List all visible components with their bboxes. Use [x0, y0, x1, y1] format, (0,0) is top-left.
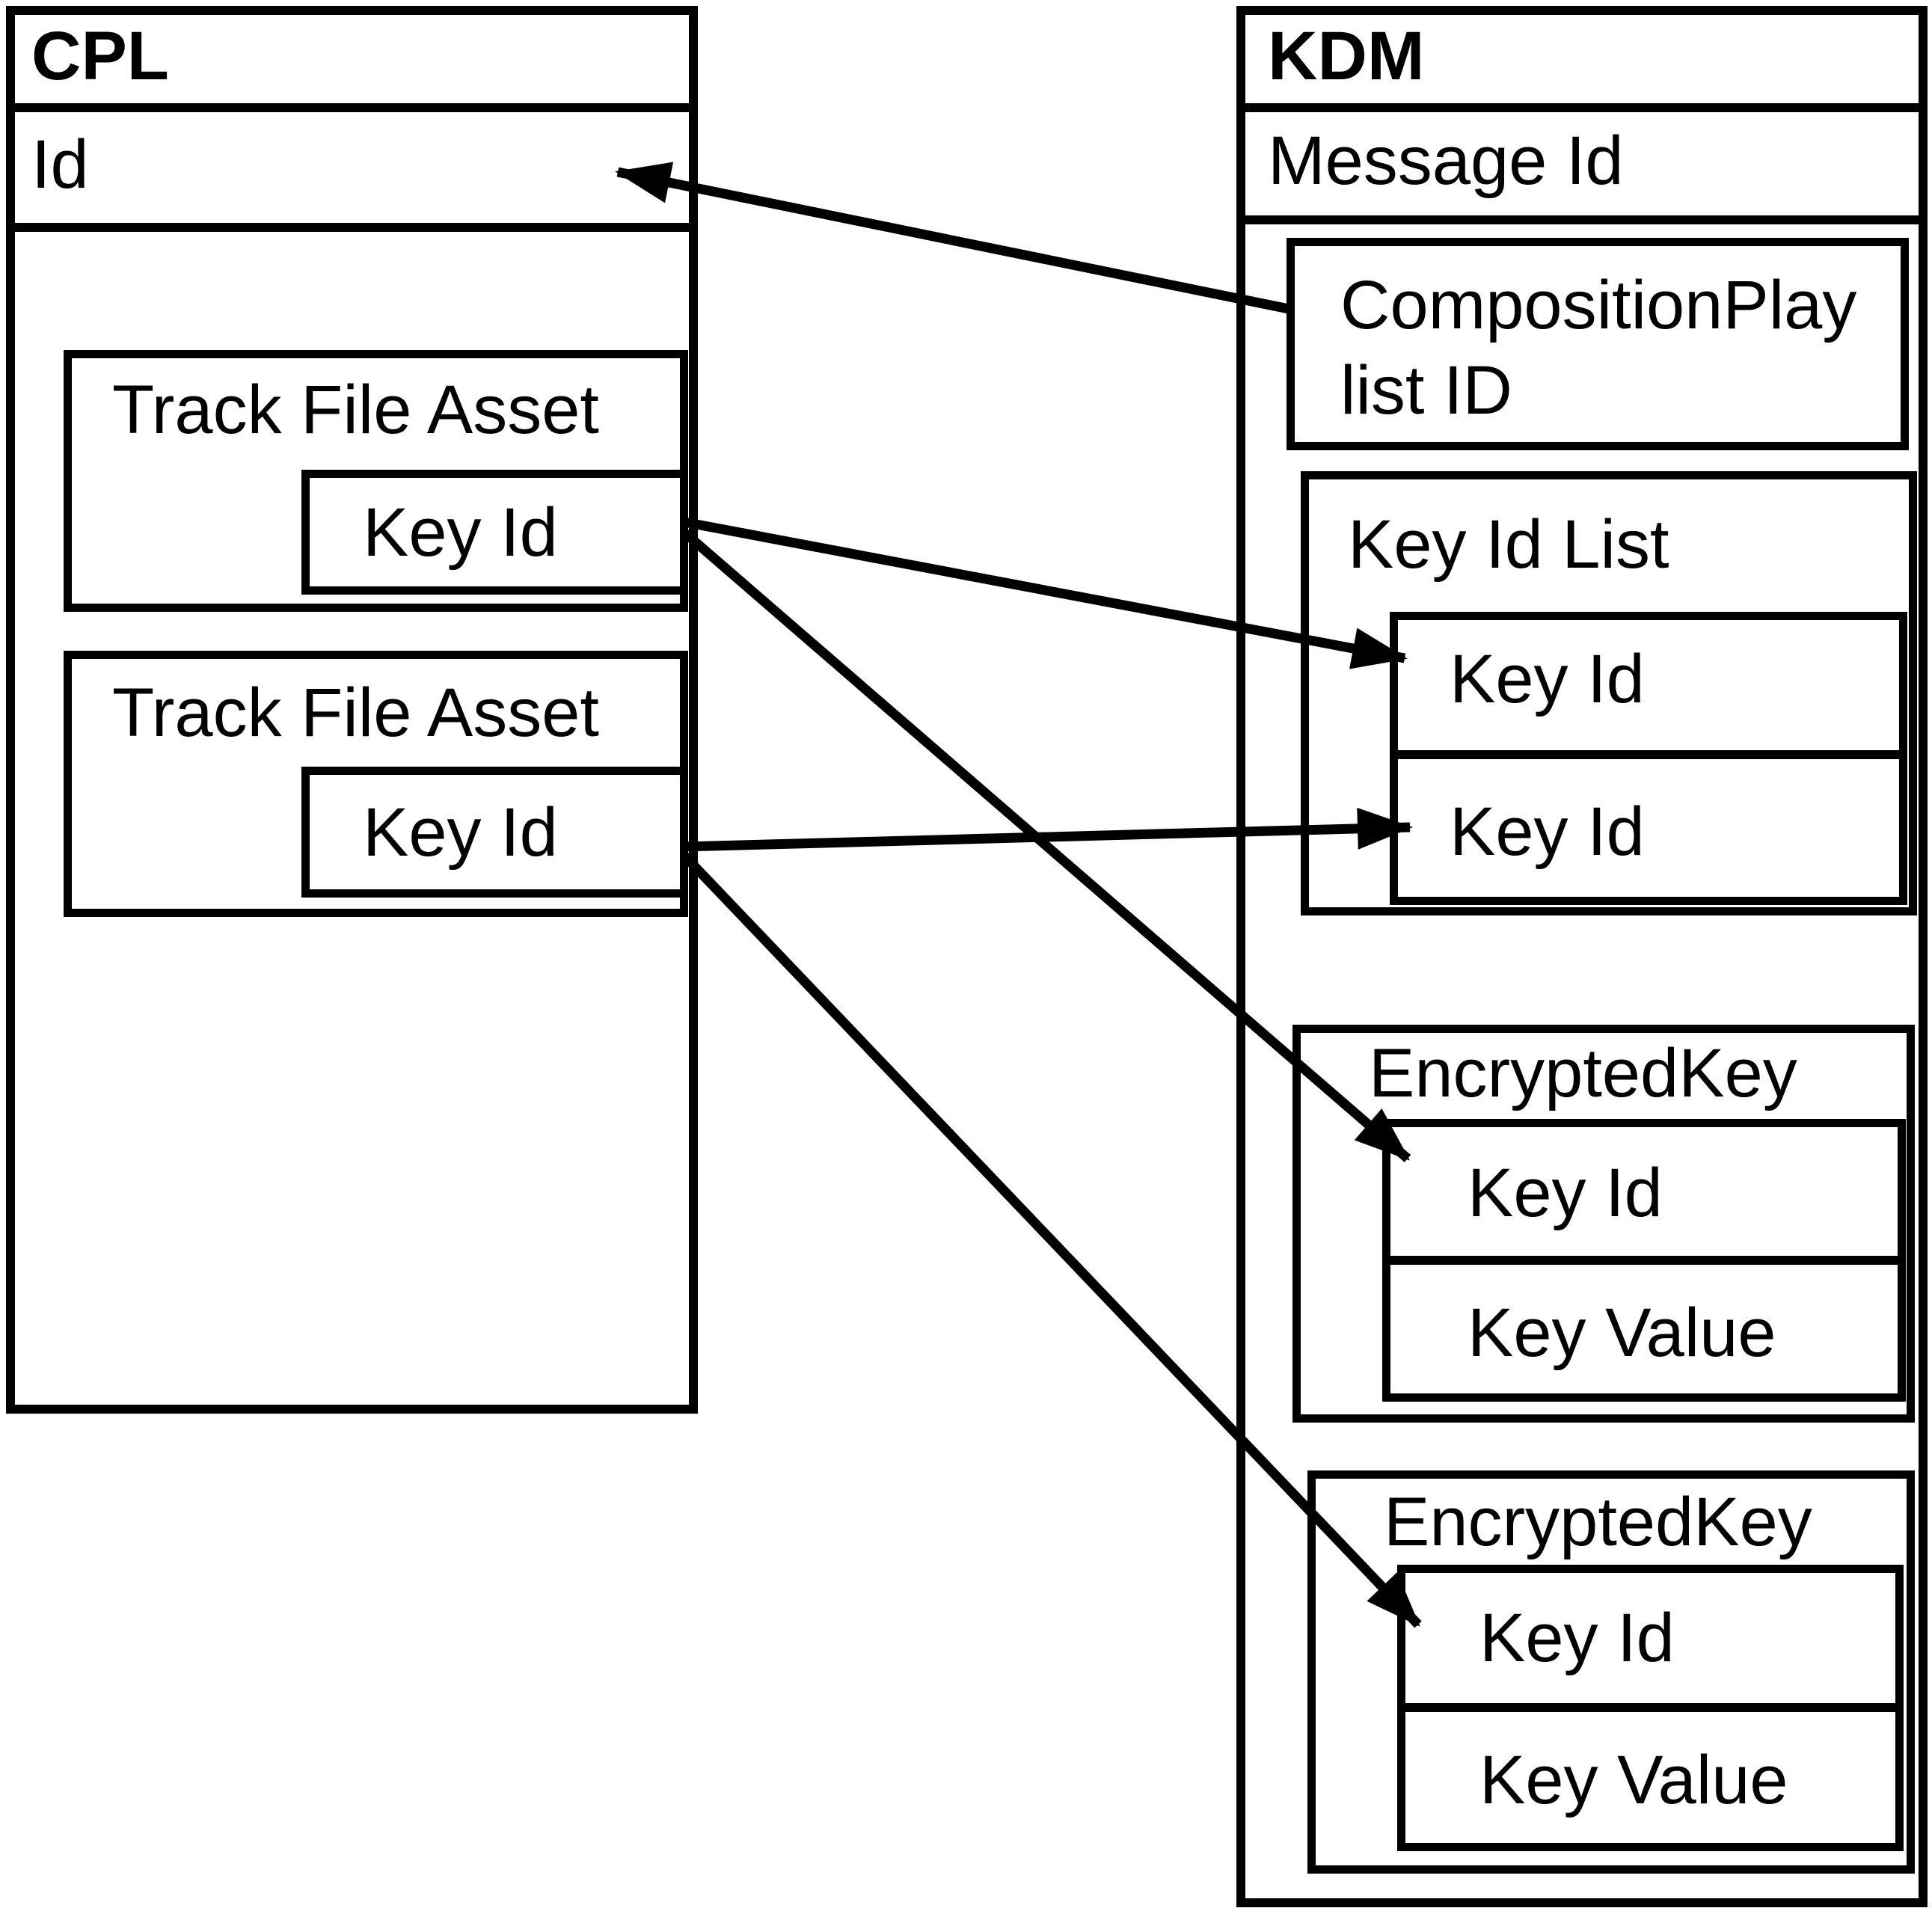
encrypted-key-1-key-id-label: Key Id: [1468, 1155, 1663, 1231]
encrypted-key-2-key-id-label: Key Id: [1479, 1600, 1675, 1676]
encrypted-key-2-box: [1307, 1470, 1915, 1874]
encrypted-key-1-label: EncryptedKey: [1369, 1035, 1797, 1111]
composition-playlist-id-line1-left: Composition: [1340, 267, 1723, 343]
kdm-message-id-row-divider: [1236, 215, 1928, 224]
key-id-list-item-1-label: Key Id: [1450, 641, 1645, 717]
key-id-list-items-divider: [1390, 750, 1907, 759]
cpl-title: CPL: [31, 18, 169, 94]
encrypted-key-1-key-value-label: Key Value: [1468, 1295, 1776, 1371]
encrypted-key-2-label: EncryptedKey: [1384, 1484, 1812, 1560]
composition-playlist-id-line1-right: Play: [1723, 267, 1857, 343]
composition-playlist-id-box: [1287, 238, 1909, 450]
key-id-list-item-2-label: Key Id: [1450, 794, 1645, 870]
key-id-list-label: Key Id List: [1348, 506, 1669, 583]
kdm-message-id-label: Message Id: [1268, 123, 1624, 199]
encrypted-key-1-fields-divider: [1382, 1256, 1906, 1265]
track-file-asset-2-key-id-label: Key Id: [363, 794, 558, 871]
kdm-title-divider: [1236, 103, 1928, 112]
cpl-id-label: Id: [31, 126, 89, 203]
encrypted-key-2-fields-divider: [1397, 1703, 1904, 1712]
encrypted-key-2-key-value-label: Key Value: [1479, 1742, 1788, 1818]
cpl-id-row-divider: [6, 223, 698, 232]
track-file-asset-1-label: Track File Asset: [112, 372, 599, 448]
kdm-title: KDM: [1268, 18, 1425, 94]
track-file-asset-2-label: Track File Asset: [112, 675, 599, 751]
track-file-asset-1-key-id-label: Key Id: [363, 494, 558, 571]
cpl-title-divider: [6, 103, 698, 112]
composition-playlist-id-line2: list ID: [1340, 352, 1512, 429]
arrow-composition-playlist-id-to-cpl-id: [615, 162, 1290, 314]
composition-playlist-id-line1: Composition Play: [1340, 267, 1857, 343]
